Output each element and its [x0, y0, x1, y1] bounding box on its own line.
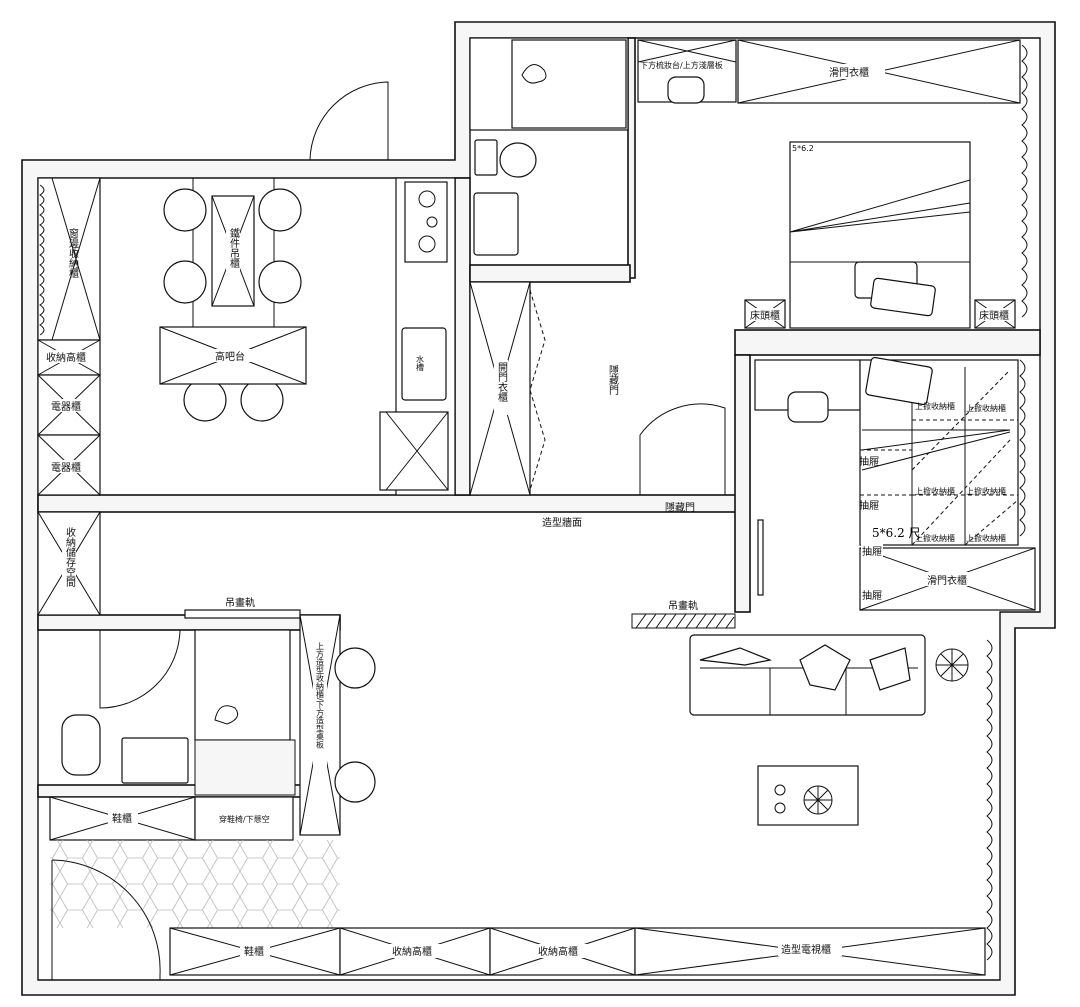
plant-icon: [935, 648, 969, 682]
second-wardrobe-label: 滑門衣櫃: [927, 574, 967, 587]
storage-space-label: 收納儲存空間: [64, 526, 76, 588]
plant-icon: [803, 785, 833, 815]
curtain-icon: [986, 639, 993, 961]
sink-icon: [401, 327, 447, 401]
wall-kitchen-right: [454, 177, 471, 496]
tall-cabinet-1-label: 收納高櫃: [392, 945, 432, 958]
tall-cabinet-label: 收納高櫃: [46, 351, 86, 364]
door-swing: [639, 403, 726, 495]
drawer-label: 抽屜: [859, 455, 879, 468]
chair-icon: [334, 761, 376, 803]
bottom-cabinets: [169, 927, 986, 976]
wall-bedrooms: [734, 329, 1041, 356]
vanity-label: 下方梳妝台/上方淺層板: [640, 60, 723, 70]
picture-rail-label: 吊畫軌: [668, 599, 698, 612]
dining-chairs: [163, 188, 302, 422]
appliance-cabinet-label: 電器櫃: [51, 461, 81, 474]
toilet-icon: [474, 139, 498, 176]
chair-icon: [667, 76, 705, 104]
second-bed-size: 5*6.2 尺: [872, 526, 921, 540]
coffee-table: [757, 765, 859, 826]
cushion-icon: [699, 647, 773, 666]
desk-cabinet-label: 上方造型收納櫃/下方造型桌板: [316, 642, 325, 750]
washbasin-icon: [473, 192, 519, 256]
sink-label: 水槽: [416, 354, 425, 372]
iron-cabinet-label: 鐵件吊櫃: [228, 227, 240, 269]
chair-icon: [334, 647, 376, 689]
tv-cabinet-label: 造型電視櫃: [781, 943, 831, 956]
pillow-icon: [865, 356, 933, 406]
shoe-bench-label: 穿鞋椅/下懸空: [219, 814, 270, 824]
faucet-icon: [521, 64, 547, 84]
shower-area: [194, 629, 291, 741]
entry-door-swing: [309, 81, 389, 161]
curtain-icon: [1019, 359, 1026, 537]
washbasin-icon: [121, 737, 189, 784]
nightstand-left-label: 床頭櫃: [750, 309, 780, 322]
wall-bath-bedroom: [627, 37, 636, 279]
toilet-icon: [61, 714, 101, 776]
wall-bath-bottom: [469, 264, 631, 283]
cushion-icon: [799, 644, 851, 691]
chair-icon: [787, 391, 829, 423]
drawer-label: 抽屜: [859, 499, 879, 512]
drawer-label: 抽屜: [862, 545, 882, 558]
window-cabinet-label: 窗邊收納櫃: [67, 227, 79, 279]
faucet-icon: [214, 705, 239, 725]
picture-rail-label: 吊畫軌: [225, 596, 255, 609]
lift-cabinet-label: 上掀收納櫃: [966, 403, 1006, 413]
kitchen-left-cabinets: [37, 177, 101, 496]
master-wardrobe-label: 滑門衣櫃: [829, 66, 869, 79]
hidden-door-vertical-label: 隱藏門: [607, 364, 619, 396]
fridge-icon: [379, 411, 449, 491]
bathroom-door-swing: [99, 629, 181, 709]
shoe-cabinet-2-label: 鞋櫃: [244, 945, 264, 958]
bar-counter-label: 高吧台: [215, 350, 245, 363]
feature-wall-label: 造型牆面: [542, 516, 582, 529]
appliance-cabinet-label: 電器櫃: [51, 400, 81, 413]
nightstand-right-label: 床頭櫃: [979, 309, 1009, 322]
curtain-icon: [1021, 44, 1028, 318]
cushion-icon: [869, 647, 911, 691]
entry-tiles: [50, 840, 340, 928]
shoe-cabinet-1-label: 鞋櫃: [112, 812, 132, 825]
shoe-bench: [194, 796, 294, 841]
wall-bedroom2-left: [734, 354, 751, 613]
lift-cabinet-label: 上掀收納櫃: [966, 533, 1006, 543]
tall-cabinet-2-label: 收納高櫃: [538, 945, 578, 958]
main-door-swing: [51, 859, 161, 980]
wall-feature: [37, 494, 741, 513]
pillow-icon: [870, 277, 936, 317]
hidden-door-label: 隱藏門: [665, 501, 695, 514]
lift-cabinet-label: 上掀收納櫃: [915, 533, 955, 543]
stove-icon: [404, 181, 448, 263]
lift-cabinet-label: 上掀收納櫃: [915, 486, 955, 496]
master-bed-size: 5*6.2: [792, 144, 814, 153]
open-wardrobe-label: 開門衣櫃: [496, 362, 508, 403]
lift-cabinet-label: 上掀收納櫃: [915, 401, 955, 411]
drawer-label: 抽屜: [862, 589, 882, 602]
hatched-wall: [631, 613, 736, 629]
lift-cabinet-label: 上掀收納櫃: [966, 486, 1006, 496]
wall-hatching: [635, 613, 735, 629]
